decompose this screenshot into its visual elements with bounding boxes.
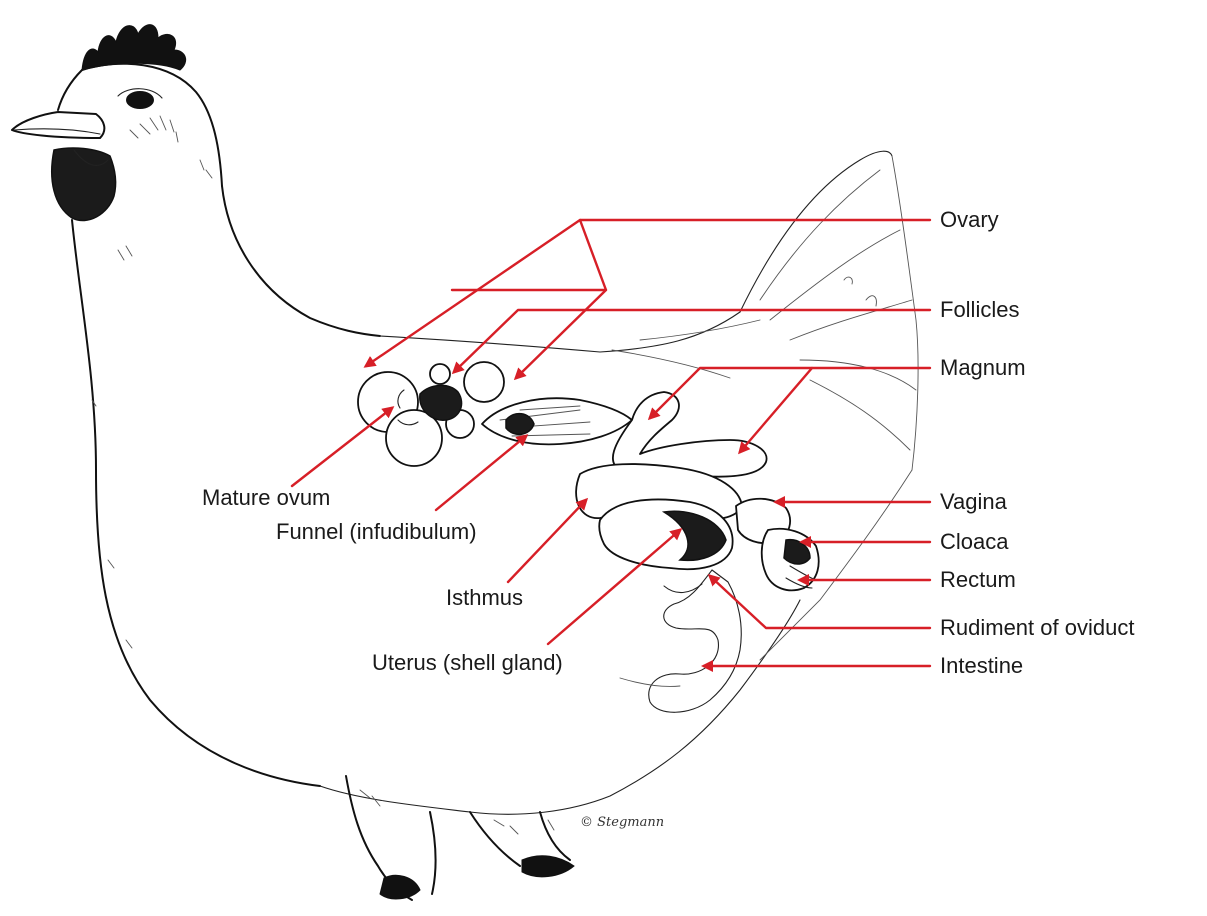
rudiment-leader <box>710 576 930 628</box>
neck-back-outline <box>222 186 380 336</box>
eye <box>126 91 154 109</box>
ovary-leader <box>366 220 930 366</box>
label-uterus: Uterus (shell gland) <box>372 650 563 675</box>
label-ovary: Ovary <box>940 207 999 232</box>
label-rectum: Rectum <box>940 567 1016 592</box>
ovary-leader-branch <box>516 220 606 378</box>
isthmus-leader <box>508 500 586 582</box>
mature-ovum-leader <box>292 408 392 486</box>
label-mature-ovum: Mature ovum <box>202 485 330 510</box>
wattle <box>52 148 116 221</box>
label-intestine: Intestine <box>940 653 1023 678</box>
funnel-organ <box>482 398 632 444</box>
label-follicles: Follicles <box>940 297 1019 322</box>
label-cloaca: Cloaca <box>940 529 1009 554</box>
beak <box>12 112 104 138</box>
follicles-leader <box>454 310 930 372</box>
hen-illustration <box>12 25 918 900</box>
label-rudiment-of-oviduct: Rudiment of oviduct <box>940 615 1134 640</box>
artist-signature: © Stegmann <box>580 815 664 830</box>
label-vagina: Vagina <box>940 489 1008 514</box>
magnum-leader-branch <box>740 368 812 452</box>
funnel-leader <box>436 436 526 510</box>
label-funnel: Funnel (infudibulum) <box>276 519 477 544</box>
label-magnum: Magnum <box>940 355 1026 380</box>
legs <box>346 776 574 900</box>
label-isthmus: Isthmus <box>446 585 523 610</box>
